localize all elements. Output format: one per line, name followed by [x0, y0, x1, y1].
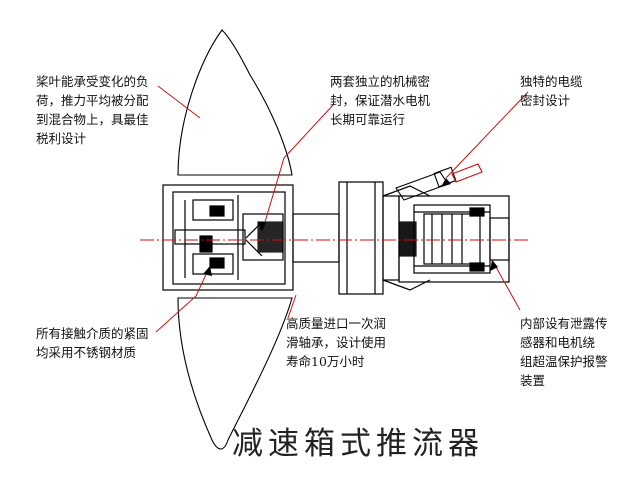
annotation-cable: 独特的电缆 密封设计 — [520, 74, 583, 108]
annotation-seal: 两套独立的机械密 封，保证潜水电机 长期可靠运行 — [330, 74, 431, 127]
annotation-blade: 桨叶能承受变化的负 荷，推力平均被分配 到混合物上，具最佳 税利设计 — [36, 74, 149, 146]
annotation-sensor: 内部设有泄露传 感器和电机绕 组超温保护报警 装置 — [520, 316, 608, 388]
leader-lines — [155, 85, 529, 333]
leader-arrowheads — [203, 178, 498, 276]
annotation-bearing: 高质量进口一次润 滑轴承，设计使用 寿命10万小时 — [286, 316, 387, 369]
connecting-flange — [292, 181, 400, 295]
propeller-blade — [177, 29, 293, 450]
annotation-material: 所有接触介质的紧固 均采用不锈钢材质 — [36, 326, 149, 360]
cable-entry — [395, 163, 483, 201]
diagram-title: 减速箱式推流器 — [232, 426, 484, 462]
motor-body — [382, 185, 510, 291]
gearbox-housing — [162, 184, 294, 291]
